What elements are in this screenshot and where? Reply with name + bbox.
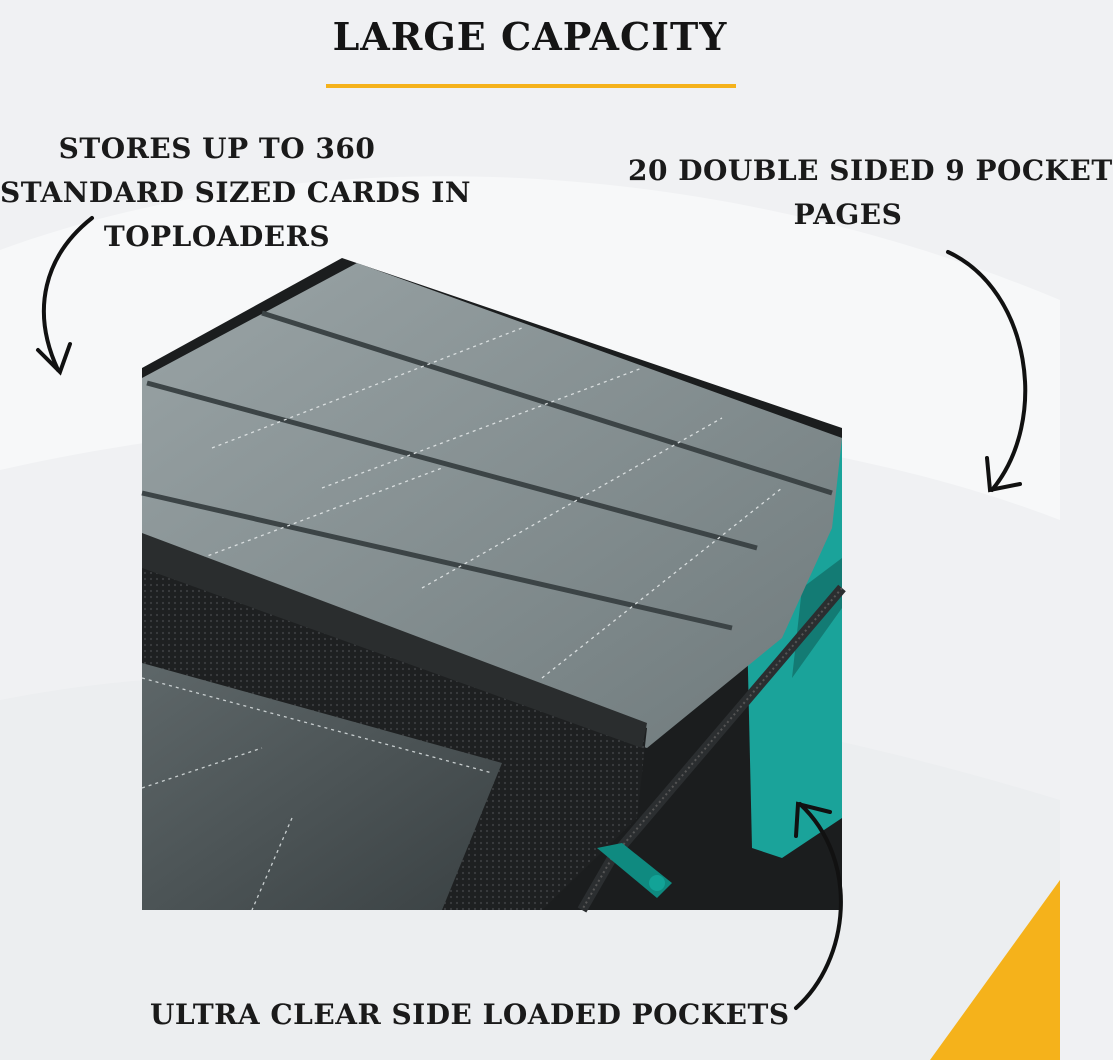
title-underline: [326, 84, 736, 88]
callout-capacity: STORES UP TO 360 STANDARD SIZED CARDS IN…: [0, 127, 471, 259]
binder-product-image: [141, 258, 846, 913]
corner-accent: [930, 880, 1060, 1060]
callout-capacity-line: TOPLOADERS: [103, 220, 331, 253]
callout-pages: 20 DOUBLE SIDED 9 POCKET PAGES: [628, 149, 1113, 237]
page-title: LARGE CAPACITY: [332, 14, 728, 59]
callout-capacity-line: STORES UP TO 360: [58, 132, 376, 165]
callout-capacity-line: STANDARD SIZED CARDS IN: [0, 176, 471, 209]
zipper-pull-icon: [597, 843, 672, 898]
callout-pages-line: PAGES: [793, 198, 903, 231]
callout-pockets: ULTRA CLEAR SIDE LOADED POCKETS: [150, 998, 790, 1031]
callout-pages-line: 20 DOUBLE SIDED 9 POCKET: [628, 154, 1113, 187]
